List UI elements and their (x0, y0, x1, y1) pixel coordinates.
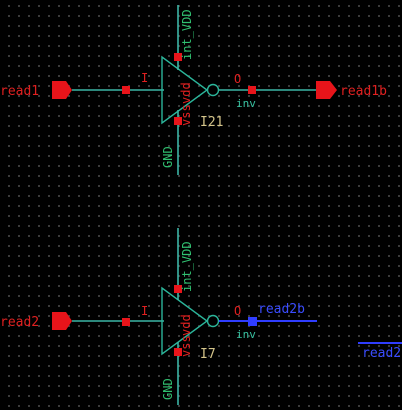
output-pin-label: O (234, 72, 241, 86)
output-port-read1b-icon[interactable] (316, 81, 337, 99)
supply-net-label: int_VDD (180, 9, 194, 60)
ground-net-label: GND (161, 378, 175, 400)
output-pin-marker[interactable] (248, 317, 257, 326)
inverter-i21[interactable]: read1 I int_VDD vdd vss GND I21 O inv re… (0, 5, 387, 175)
vdd-pin-label: vdd (179, 82, 193, 104)
output-pin-marker[interactable] (248, 86, 256, 94)
instance-name-label: I21 (200, 115, 223, 130)
inverter-bubble (206, 314, 220, 328)
input-pin-label: I (141, 71, 148, 85)
supply-net-label: int_VDD (180, 241, 194, 292)
output-pin-label: O (234, 304, 241, 318)
net-label-read2b: read2b (258, 302, 305, 317)
vss-pin-marker[interactable] (174, 348, 182, 356)
port-label-read1: read1 (0, 84, 39, 99)
cell-name-label: inv (236, 328, 256, 341)
inverter-triangle[interactable] (161, 286, 209, 356)
port-label-read2: read2 (0, 315, 39, 330)
vdd-pin-marker[interactable] (174, 53, 182, 61)
vdd-pin-marker[interactable] (174, 285, 182, 293)
inverter-i7[interactable]: read2 I int_VDD vdd vss GND I7 O inv rea… (0, 228, 317, 405)
cell-name-label: inv (236, 97, 256, 110)
vss-pin-marker[interactable] (174, 117, 182, 125)
port-label-read1b: read1b (340, 84, 387, 99)
ground-net-label: GND (161, 146, 175, 168)
inverter-triangle[interactable] (161, 55, 209, 125)
vss-pin-label: vss (179, 104, 193, 126)
offscreen-net[interactable]: read2 (358, 342, 402, 361)
input-pin-label: I (141, 304, 148, 318)
input-pin-marker[interactable] (122, 318, 130, 326)
input-pin-marker[interactable] (122, 86, 130, 94)
vss-pin-label: vss (179, 335, 193, 357)
vdd-pin-label: vdd (179, 314, 193, 336)
input-port-read2-icon[interactable] (52, 312, 72, 330)
inverter-bubble (206, 83, 220, 97)
instance-name-label: I7 (200, 347, 216, 362)
input-port-read1-icon[interactable] (52, 81, 72, 99)
net-label-offscreen: read2 (362, 346, 401, 361)
